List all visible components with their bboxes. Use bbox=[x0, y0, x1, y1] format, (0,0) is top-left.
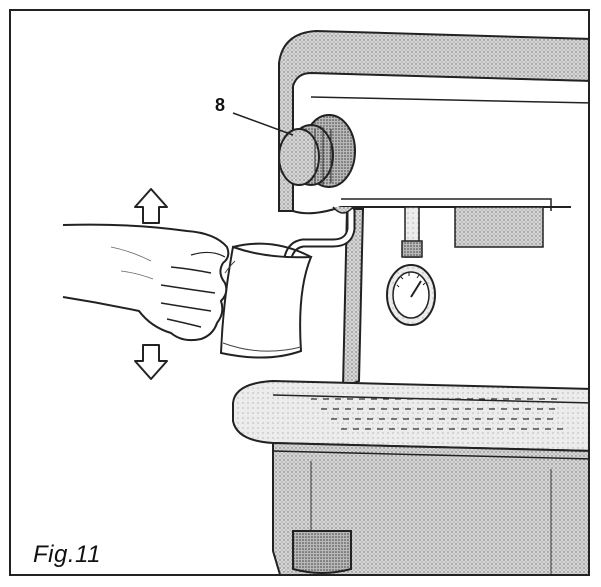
down-arrow-icon bbox=[134, 344, 168, 380]
steam-wand bbox=[282, 206, 356, 278]
machine-foot bbox=[292, 530, 352, 574]
espresso-machine-illustration: 8 bbox=[62, 29, 588, 574]
callout-8: 8 bbox=[215, 95, 294, 136]
drip-tray-grille bbox=[311, 398, 563, 430]
drip-tray bbox=[232, 379, 588, 452]
pressure-gauge bbox=[386, 264, 436, 326]
milk-pitcher bbox=[219, 242, 313, 359]
steam-knob bbox=[278, 114, 356, 188]
callout-8-label: 8 bbox=[215, 95, 225, 115]
figure-frame: 8 bbox=[9, 9, 590, 576]
up-arrow-icon bbox=[134, 188, 168, 224]
group-head bbox=[401, 206, 544, 258]
machine-side-column bbox=[341, 208, 365, 389]
hand bbox=[62, 223, 230, 342]
figure-caption: Fig.11 bbox=[33, 541, 101, 568]
